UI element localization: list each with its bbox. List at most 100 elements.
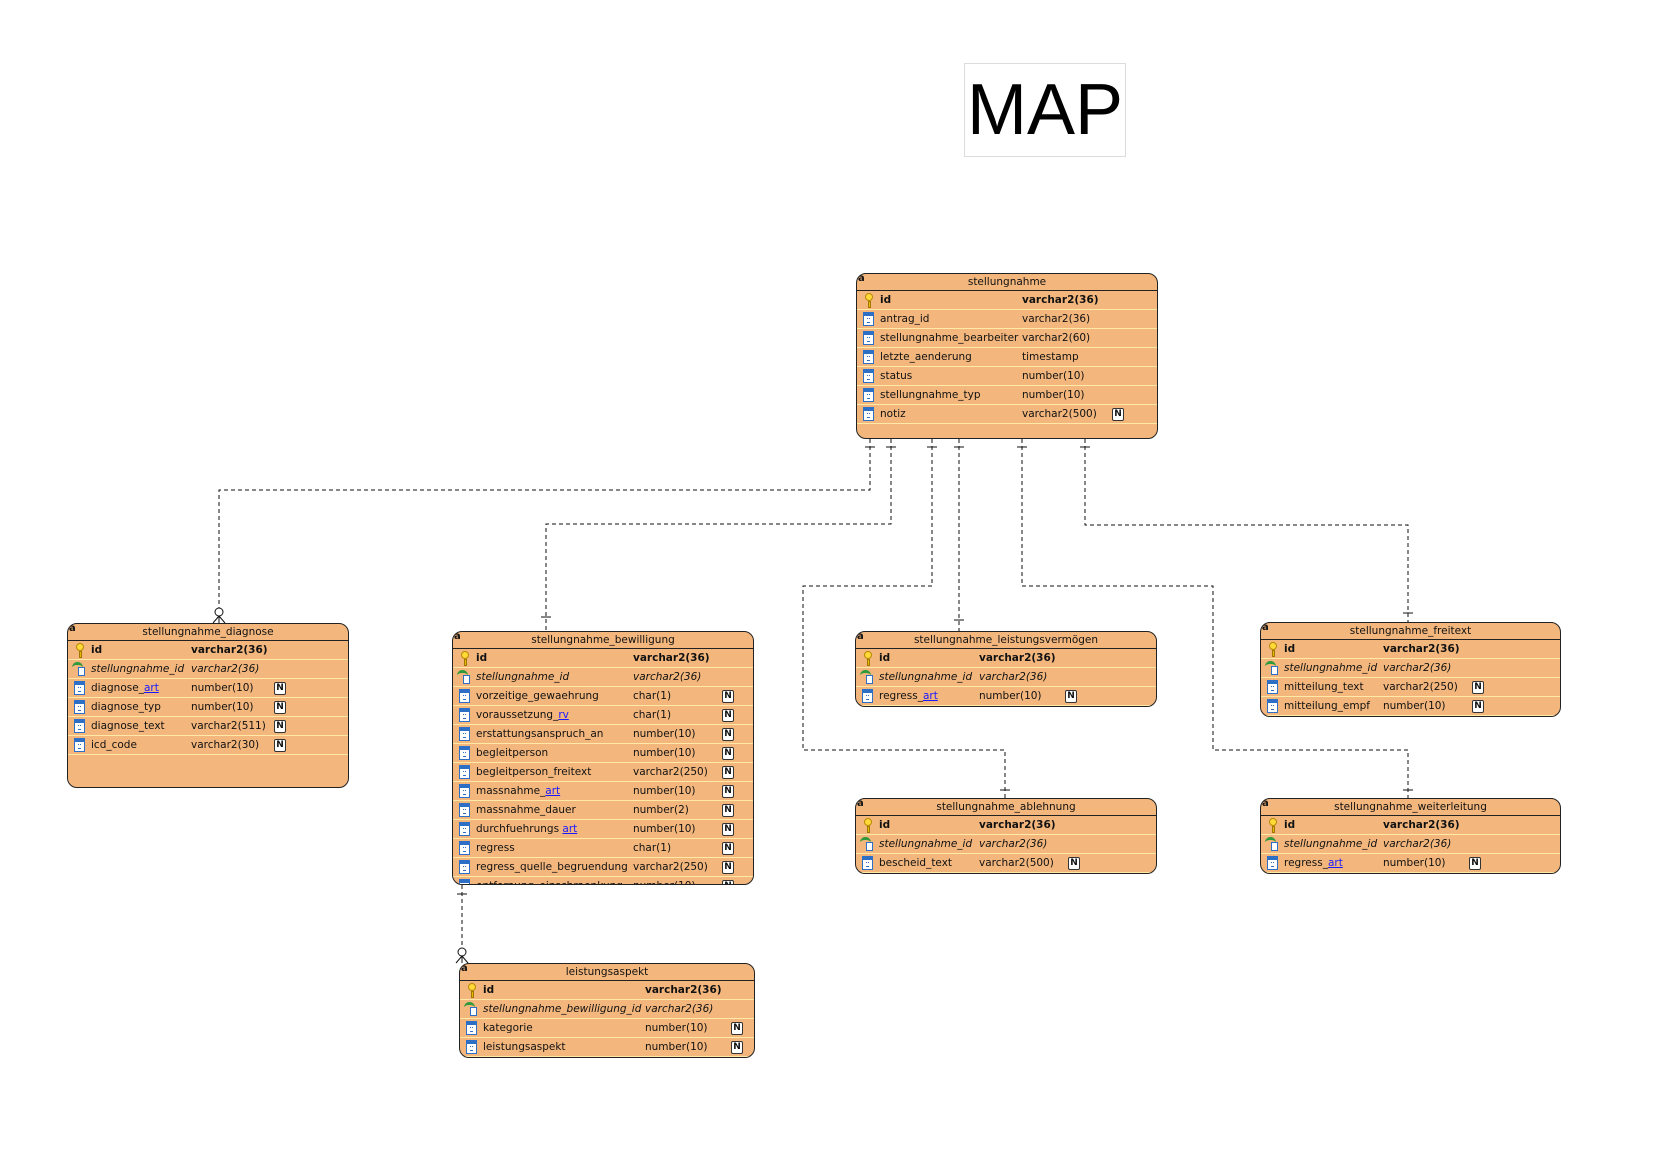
column-name-link[interactable]: rv [558,709,569,721]
column-icon [74,700,85,714]
nullable-icon: N [722,785,734,798]
nullable-icon: N [1112,408,1124,421]
column-type: varchar2(36) [633,652,710,664]
column-icon [863,369,874,383]
column-type: varchar2(36) [645,1003,714,1015]
column-name-text: id [483,984,495,996]
rel-stellungnahme-weiterleitung [1021,439,1409,798]
column-name-text: regress_ [1284,857,1328,869]
column-name-link[interactable]: art [922,690,938,702]
column-icon [459,860,470,874]
column-name-link[interactable]: art [545,785,561,797]
column-name-text: mitteilung_text [1284,681,1364,693]
column-icon [863,388,874,402]
column-icon [74,681,85,695]
column-name-link[interactable]: art [562,823,578,835]
primary-key-icon [459,651,470,666]
nullable-icon: N [274,739,286,752]
column-type: number(10) [645,1041,708,1053]
column-name: massnahme_dauer [476,801,576,819]
column-type: varchar2(36) [191,644,268,656]
column-name-text: durchfuehrungs [476,823,563,835]
column-name-link[interactable]: art [143,682,159,694]
column-name-text: status [880,370,913,382]
column-name-link[interactable]: art [1327,857,1343,869]
column-icon [466,1021,477,1035]
nullable-icon: N [731,1022,743,1035]
foreign-key-icon [464,1002,477,1016]
column-icon [74,738,85,752]
column-name-text: stellungnahme_typ [880,389,981,401]
column-name: stellungnahme_bearbeiter [880,329,1018,347]
column-name-text: voraussetzung_ [476,709,559,721]
foreign-key-icon [1265,837,1278,851]
nullable-icon: N [722,766,734,779]
column-type: number(10) [633,785,696,797]
column-type: varchar2(511) [191,720,266,732]
column-row[interactable]: entfernung_einschraenkungnumber(10)N [453,877,753,884]
entity-name: stellungnahme_leistungsvermögen [913,634,1099,646]
column-name-text: stellungnahme_bearbeiter [880,332,1019,344]
column-type: varchar2(250) [633,861,708,873]
zero-marker [457,947,467,957]
column-name: mitteilung_text [1284,678,1364,696]
column-icon [459,708,470,722]
column-name: diagnose_art [91,679,159,697]
column-name: stellungnahme_id [91,660,184,678]
column-icon [863,312,874,326]
